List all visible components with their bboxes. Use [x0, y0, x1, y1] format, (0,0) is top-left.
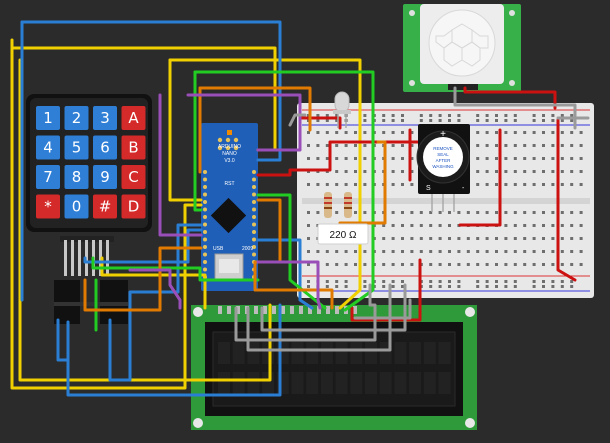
keypad-key-label: 7 [43, 168, 53, 186]
wire-yellow [10, 38, 203, 390]
keypad-key[interactable] [64, 106, 89, 130]
wire-orange [253, 198, 334, 310]
wire-red [458, 128, 502, 227]
wire-blue [108, 223, 203, 382]
keypad-key-label: C [128, 168, 138, 186]
wire-yellow [168, 58, 362, 310]
resistors: 220 Ω [317, 192, 369, 245]
buzzer-line2: SEAL [437, 152, 449, 157]
wire-gray [288, 113, 307, 127]
nano-model: NANO [222, 151, 237, 157]
wire-green [91, 256, 260, 282]
wire-green [256, 193, 327, 310]
wire-red [350, 283, 422, 322]
lcd-cells [218, 342, 451, 394]
buzzer-line3: AFTER [436, 158, 452, 163]
buzzer-pin-s: S [426, 185, 431, 192]
keypad-key-label: 4 [43, 139, 53, 157]
wire-purple [128, 268, 182, 310]
keypad [26, 94, 152, 276]
keypad-key[interactable] [36, 135, 60, 160]
keypad-key-label: 3 [100, 109, 110, 127]
wire-blue [56, 318, 68, 362]
keypad-key[interactable] [64, 194, 89, 219]
wire-blue [83, 228, 203, 264]
wire-red [256, 140, 422, 177]
nano-year-label: 2009 [242, 246, 253, 252]
keypad-key-label: 9 [100, 168, 110, 186]
nano-version: V3.0 [224, 158, 235, 164]
keypad-key-label: D [128, 198, 140, 216]
wire-purple [186, 93, 302, 152]
resistor-label: 220 Ω [330, 230, 357, 241]
keypad-key[interactable] [93, 135, 117, 160]
keypad-key-label: A [128, 109, 139, 127]
pir-sensor [403, 4, 521, 92]
keypad-key-label: B [128, 139, 138, 157]
keypad-key-label: 5 [72, 139, 82, 157]
wire-gray [260, 283, 407, 332]
keypad-key[interactable] [36, 194, 60, 219]
buzzer-plus: + [440, 129, 446, 140]
nano-rst-label: RST [225, 181, 235, 187]
keypad-key[interactable] [121, 165, 146, 189]
keypad-key-label: * [44, 198, 52, 216]
keypad-key[interactable] [93, 165, 117, 189]
wire-green [193, 70, 375, 312]
wire-purple [256, 260, 322, 310]
wire-yellow [18, 58, 272, 382]
keypad-key-label: 6 [100, 139, 110, 157]
keypad-key[interactable] [121, 106, 146, 130]
keypad-key[interactable] [36, 165, 60, 189]
nano-brand: ARDUINO [218, 144, 241, 150]
wire-red [298, 116, 342, 130]
keypad-key[interactable] [64, 165, 89, 189]
buzzer-line4: WASHING [432, 164, 454, 169]
wire-red [463, 86, 557, 110]
buzzer-line1: REMOVE [433, 146, 453, 151]
led [333, 91, 351, 128]
keypad-key-label: 0 [72, 198, 82, 216]
buzzer-pin-minus: - [462, 185, 465, 192]
wire-gray [353, 298, 412, 320]
wire-yellow [168, 58, 203, 202]
keypad-key[interactable] [93, 194, 117, 219]
keypad-key-label: 8 [72, 168, 82, 186]
pin-headers [54, 280, 128, 324]
arduino-nano: ARDUINO NANO V3.0 RST USB 2009 [201, 123, 258, 291]
keypad-keys [36, 106, 146, 219]
keypad-key[interactable] [121, 135, 146, 160]
lcd-display [191, 305, 477, 430]
wire-gray [234, 283, 377, 342]
keypad-key[interactable] [121, 194, 146, 219]
keypad-key[interactable] [36, 106, 60, 130]
keypad-key[interactable] [93, 106, 117, 130]
wire-blue [20, 20, 282, 162]
wire-red [556, 118, 577, 282]
keypad-key-label: 1 [43, 109, 53, 127]
buzzer: + REMOVE SEAL AFTER WASHING S - [416, 124, 470, 212]
keypad-key-label: # [99, 198, 112, 216]
nano-usb-label: USB [213, 246, 224, 252]
wire-green [193, 70, 203, 212]
keypad-key[interactable] [64, 135, 89, 160]
keypad-key-label: 2 [72, 109, 82, 127]
wire-orange [198, 86, 312, 132]
wire-purple [158, 93, 203, 237]
wire-orange [83, 246, 203, 312]
